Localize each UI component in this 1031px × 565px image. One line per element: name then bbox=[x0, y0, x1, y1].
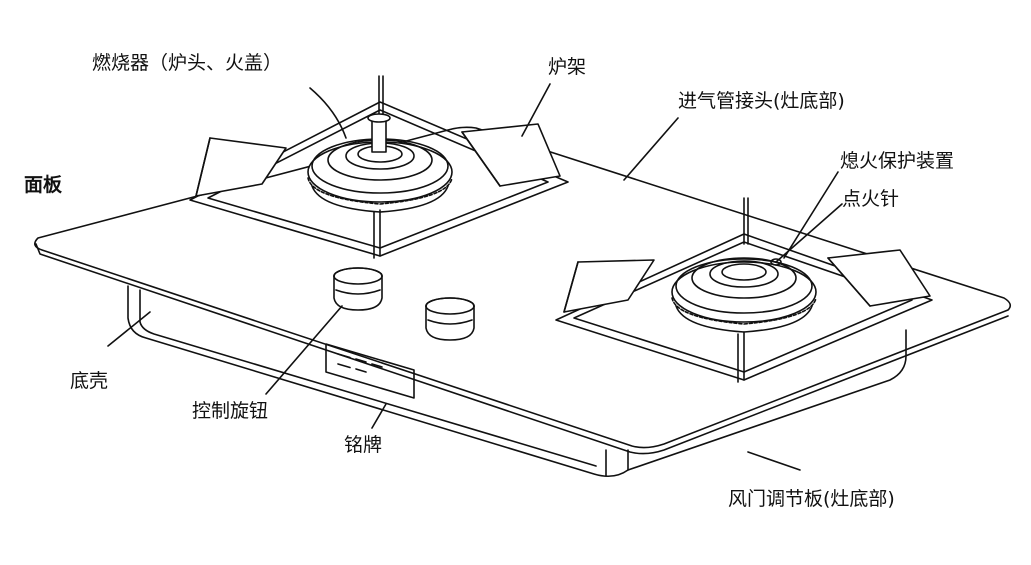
label-flame-protection: 熄火保护装置 bbox=[840, 150, 955, 172]
left-burner bbox=[307, 75, 453, 213]
control-knob-right bbox=[425, 297, 475, 341]
label-pan-support: 炉架 bbox=[548, 56, 587, 78]
label-panel: 面板 bbox=[24, 174, 63, 196]
control-knob-left bbox=[333, 267, 383, 311]
panel-top bbox=[34, 126, 1012, 455]
right-pan-support bbox=[555, 233, 933, 383]
label-nameplate: 铭牌 bbox=[344, 434, 383, 456]
leader-lines bbox=[107, 83, 843, 471]
base-shell bbox=[127, 285, 907, 478]
label-burner: 燃烧器（炉头、火盖） bbox=[92, 52, 283, 74]
left-pan-support bbox=[189, 101, 569, 259]
label-base-shell: 底壳 bbox=[70, 370, 109, 392]
right-burner bbox=[671, 197, 817, 333]
label-igniter: 点火针 bbox=[842, 188, 900, 210]
label-control-knob: 控制旋钮 bbox=[192, 400, 269, 422]
label-air-damper: 风门调节板(灶底部) bbox=[728, 488, 895, 510]
label-gas-inlet: 进气管接头(灶底部) bbox=[678, 90, 845, 112]
